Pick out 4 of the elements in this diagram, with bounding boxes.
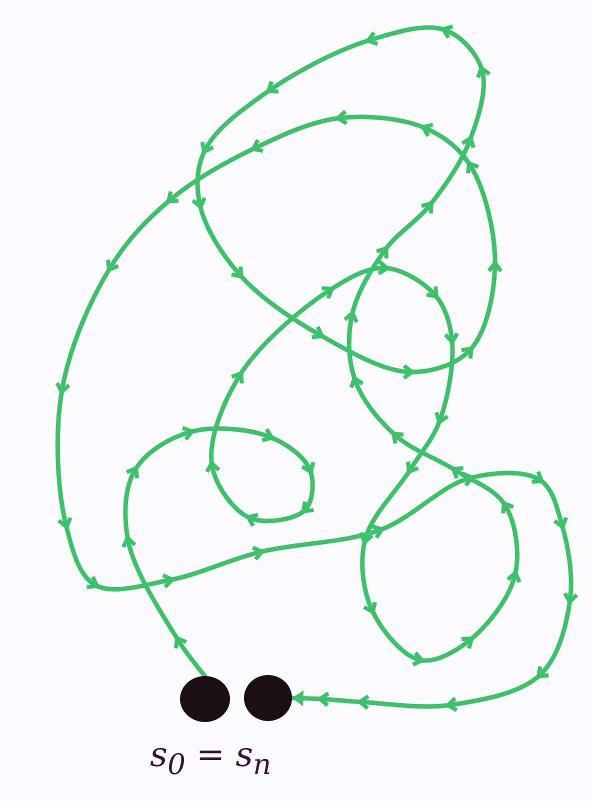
dot <box>180 676 230 722</box>
equation-label: s$_{0}$ = s$_{n}$ <box>150 735 272 781</box>
arrow <box>55 24 578 712</box>
dot <box>244 675 292 721</box>
